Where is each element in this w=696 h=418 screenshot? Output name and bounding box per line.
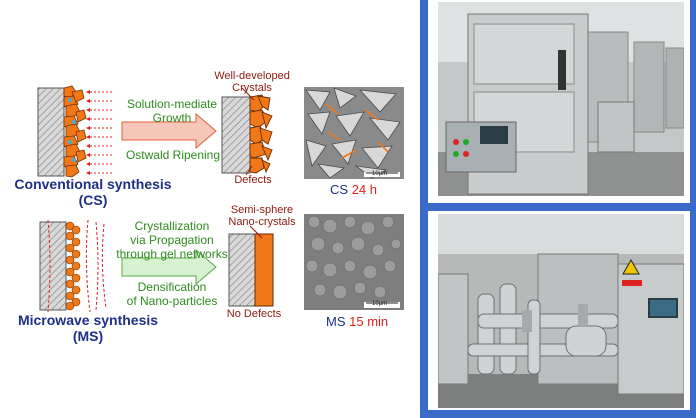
cs-defect-label: Defects <box>234 174 272 186</box>
cs-title-line1: Conventional synthesis <box>14 176 172 192</box>
ms-title-line2: (MS) <box>72 328 104 344</box>
cs-crystal-label-line2: Crystals <box>232 82 272 94</box>
ms-crystal-label: Semi-sphere Nano-crystals <box>222 204 302 228</box>
cs-arrow-label-top-line1: Solution-mediate <box>126 97 218 111</box>
cs-arrow-label-bottom: Ostwald Ripening <box>125 148 221 162</box>
pipe-system-illustration <box>438 214 684 408</box>
ms-arrow-label-bottom-line1: Densification <box>137 280 207 294</box>
cs-crystal-label-line1: Well-developed <box>214 70 290 82</box>
ms-process-arrow <box>121 248 217 286</box>
cs-result-schematic <box>221 87 273 176</box>
microwave-reactor-photo <box>438 2 684 196</box>
ms-sem-caption: MS 15 min <box>326 314 388 329</box>
ms-arrow-label-top-line3: through gel networks <box>116 247 228 261</box>
photo-divider-horizontal <box>428 203 696 211</box>
pipe-system-photo <box>438 214 684 408</box>
ms-sem-image <box>304 214 404 310</box>
cs-title: Conventional synthesis (CS) <box>8 176 178 208</box>
ms-sem-caption-time: 15 min <box>349 314 389 329</box>
ms-scale-bar-label: 10μm <box>372 301 388 307</box>
cs-arrow-label-top: Solution-mediate Growth <box>120 97 224 125</box>
ms-arrow-label-top: Crystallization via Propagation through … <box>116 219 228 261</box>
ms-sem-caption-prefix: MS <box>326 314 346 329</box>
reactor-cabinets-illustration <box>438 2 684 196</box>
cs-sem-caption: CS 24 h <box>330 182 377 197</box>
ms-crystal-label-line2: Nano-crystals <box>228 216 296 228</box>
cs-flux-arrows <box>88 91 112 174</box>
ms-arrow-label-bottom: Densification of Nano-particles <box>114 280 230 308</box>
ms-result-schematic <box>228 225 274 307</box>
cs-sem-caption-prefix: CS <box>330 182 349 197</box>
photo-divider-vertical <box>420 0 428 418</box>
cs-support-schematic <box>37 85 87 178</box>
ms-arrow-label-top-line2: via Propagation <box>130 233 214 247</box>
ms-arrow-label-top-line1: Crystallization <box>134 219 210 233</box>
ms-title-line1: Microwave synthesis <box>17 312 159 328</box>
ms-crystal-label-line1: Semi-sphere <box>230 204 294 216</box>
cs-sem-caption-time: 24 h <box>351 182 377 197</box>
photo-border-right <box>690 0 696 418</box>
cs-arrow-label-top-line2: Growth <box>152 111 192 125</box>
ms-support-schematic <box>39 219 107 313</box>
photo-border-bottom <box>428 410 696 418</box>
cs-crystal-label: Well-developed Crystals <box>212 70 292 94</box>
ms-title: Microwave synthesis (MS) <box>8 312 168 344</box>
cs-sem-image <box>304 87 404 179</box>
cs-title-line2: (CS) <box>78 192 108 208</box>
ms-defect-label: No Defects <box>226 308 282 320</box>
cs-scale-bar-label: 10μm <box>372 171 388 177</box>
ms-arrow-label-bottom-line2: of Nano-particles <box>126 294 218 308</box>
schematic-canvas <box>37 85 404 313</box>
cs-process-arrow <box>121 112 217 150</box>
